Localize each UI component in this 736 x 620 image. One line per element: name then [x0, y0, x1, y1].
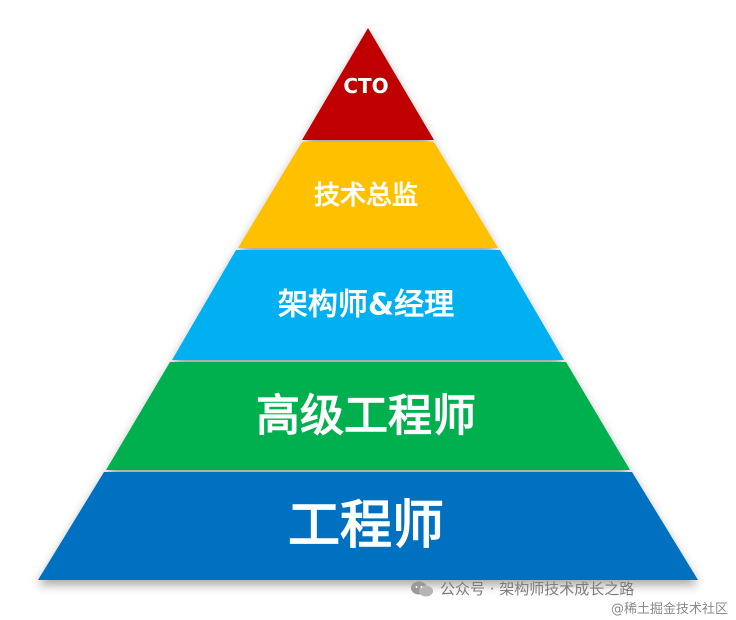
tier-architect-manager-shape [172, 250, 564, 360]
wechat-icon [411, 581, 433, 596]
watermark-source-text: 公众号 · 架构师技术成长之路 [440, 580, 635, 598]
watermark-source: 公众号 · 架构师技术成长之路 [410, 578, 634, 599]
tier-director-shape [238, 142, 498, 248]
tier-engineer-label: 工程师 [288, 496, 444, 556]
tier-director-label: 技术总监 [314, 181, 418, 211]
tier-senior-engineer-label: 高级工程师 [256, 391, 476, 442]
tier-cto-shape [302, 28, 434, 140]
watermark-community: @稀土掘金技术社区 [610, 602, 728, 617]
tier-architect-manager-label: 架构师&经理 [278, 288, 454, 323]
tier-engineer-shape [38, 472, 698, 580]
tier-cto-label: CTO [343, 74, 388, 98]
tier-senior-engineer-shape [106, 362, 630, 470]
